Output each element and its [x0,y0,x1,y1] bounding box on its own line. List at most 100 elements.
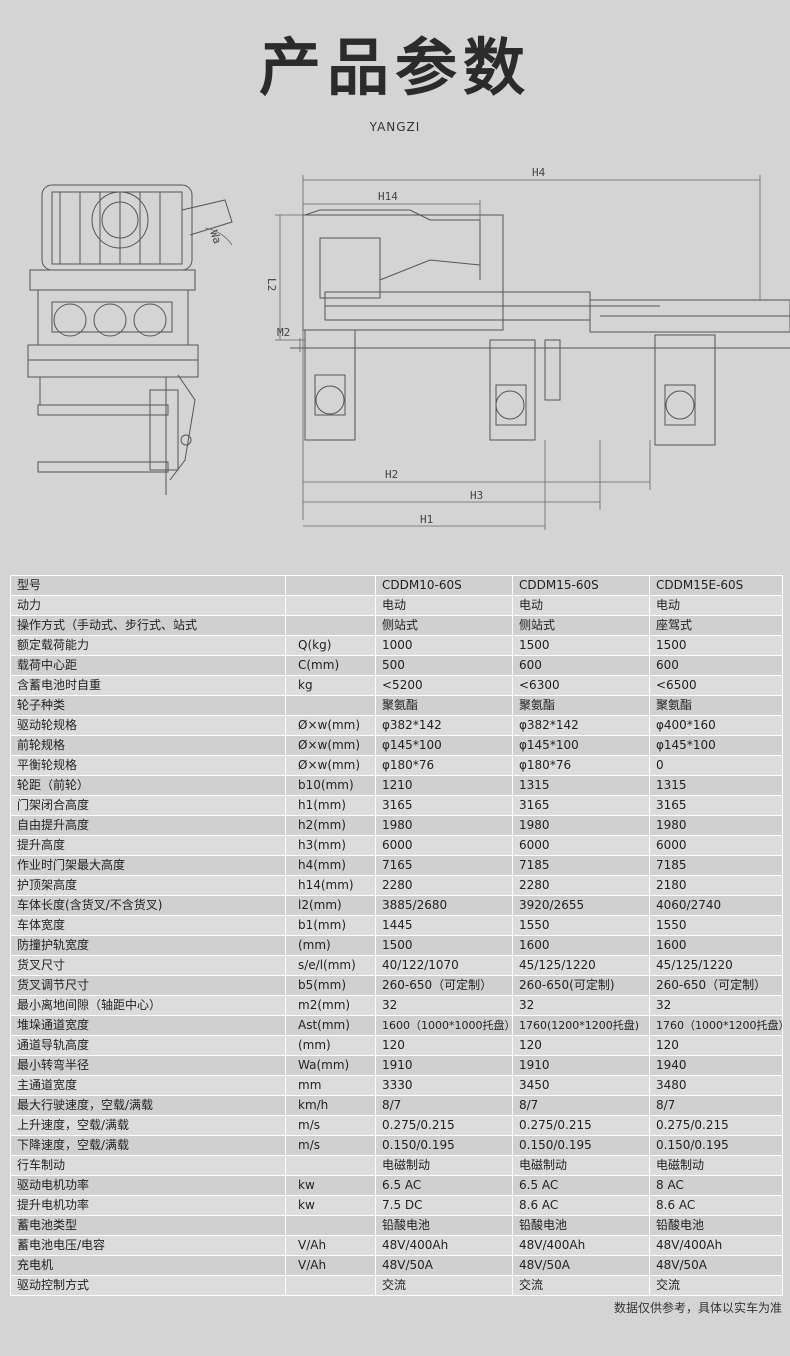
spec-name-cell: 下降速度，空载/满载 [10,1135,286,1156]
spec-value-cell: φ145*100 [375,735,513,756]
spec-unit-cell: m/s [285,1135,376,1156]
spec-value-cell: 铅酸电池 [512,1215,650,1236]
spec-name-cell: 货叉尺寸 [10,955,286,976]
spec-value-cell: 3165 [649,795,783,816]
spec-value-cell: 侧站式 [375,615,513,636]
spec-unit-cell: V/Ah [285,1235,376,1256]
spec-name-cell: 型号 [10,575,286,596]
spec-name-cell: 蓄电池类型 [10,1215,286,1236]
spec-value-cell: 交流 [512,1275,650,1296]
h4-label: H4 [532,166,546,179]
spec-unit-cell: kg [285,675,376,696]
spec-unit-cell: C(mm) [285,655,376,676]
spec-value-cell: 48V/400Ah [649,1235,783,1256]
spec-value-cell: 8 AC [649,1175,783,1196]
spec-unit-cell [285,1275,376,1296]
spec-unit-cell: b10(mm) [285,775,376,796]
spec-value-cell: 48V/50A [649,1255,783,1276]
spec-value-cell: 48V/400Ah [512,1235,650,1256]
spec-unit-cell: (mm) [285,935,376,956]
spec-value-cell: 1600 [649,935,783,956]
spec-value-cell: 1500 [649,635,783,656]
spec-name-cell: 载荷中心距 [10,655,286,676]
dimension-lines [204,175,761,530]
spec-unit-cell: s/e/l(mm) [285,955,376,976]
spec-name-cell: 轮距（前轮） [10,775,286,796]
spec-value-cell: 260-650（可定制） [375,975,513,996]
spec-value-cell: 1210 [375,775,513,796]
spec-value-cell: 6.5 AC [512,1175,650,1196]
forklift-technical-drawing: H4 H14 L2 M2 H2 H3 H1 Wa [27,166,790,530]
spec-name-cell: 轮子种类 [10,695,286,716]
spec-value-cell: 600 [649,655,783,676]
spec-value-cell: 45/125/1220 [512,955,650,976]
spec-unit-cell: m2(mm) [285,995,376,1016]
spec-value-cell: 7165 [375,855,513,876]
spec-value-cell: 电动 [512,595,650,616]
spec-value-cell: 1760（1000*1200托盘） [649,1015,783,1036]
spec-value-cell: 交流 [375,1275,513,1296]
table-row: 动力电动电动电动 [10,595,783,616]
forklift-top-view [27,184,233,495]
spec-value-cell: 32 [512,995,650,1016]
spec-value-cell: 2280 [512,875,650,896]
spec-value-cell: 3165 [512,795,650,816]
spec-value-cell: 1315 [512,775,650,796]
spec-value-cell: 120 [512,1035,650,1056]
spec-name-cell: 驱动轮规格 [10,715,286,736]
spec-value-cell: 铅酸电池 [649,1215,783,1236]
spec-value-cell: 8/7 [512,1095,650,1116]
spec-name-cell: 车体长度(含货叉/不含货叉) [10,895,286,916]
forklift-side-view [290,209,790,446]
spec-value-cell: 2280 [375,875,513,896]
spec-name-cell: 驱动电机功率 [10,1175,286,1196]
spec-value-cell: 7185 [512,855,650,876]
spec-value-cell: 3480 [649,1075,783,1096]
spec-value-cell: 3165 [375,795,513,816]
h1-label: H1 [420,513,433,526]
spec-unit-cell [285,575,376,596]
spec-unit-cell: h14(mm) [285,875,376,896]
spec-value-cell: 交流 [649,1275,783,1296]
spec-value-cell: φ382*142 [375,715,513,736]
spec-value-cell: 120 [375,1035,513,1056]
spec-unit-cell: V/Ah [285,1255,376,1276]
l2-label: L2 [265,278,278,291]
spec-name-cell: 行车制动 [10,1155,286,1176]
spec-name-cell: 含蓄电池时自重 [10,675,286,696]
spec-value-cell: 1445 [375,915,513,936]
spec-unit-cell: h2(mm) [285,815,376,836]
spec-value-cell: 3330 [375,1075,513,1096]
table-row: 轮子种类聚氨酯聚氨酯聚氨酯 [10,695,783,716]
spec-value-cell: 1600 [512,935,650,956]
spec-value-cell: 0.275/0.215 [375,1115,513,1136]
spec-name-cell: 作业时门架最大高度 [10,855,286,876]
spec-unit-cell [285,1155,376,1176]
m2-label: M2 [277,326,290,339]
spec-value-cell: 1980 [375,815,513,836]
spec-value-cell: 1500 [375,935,513,956]
spec-value-cell: φ180*76 [512,755,650,776]
spec-name-cell: 提升高度 [10,835,286,856]
spec-value-cell: 7.5 DC [375,1195,513,1216]
spec-value-cell: φ400*160 [649,715,783,736]
spec-unit-cell: h1(mm) [285,795,376,816]
spec-name-cell: 额定载荷能力 [10,635,286,656]
spec-value-cell: 600 [512,655,650,676]
